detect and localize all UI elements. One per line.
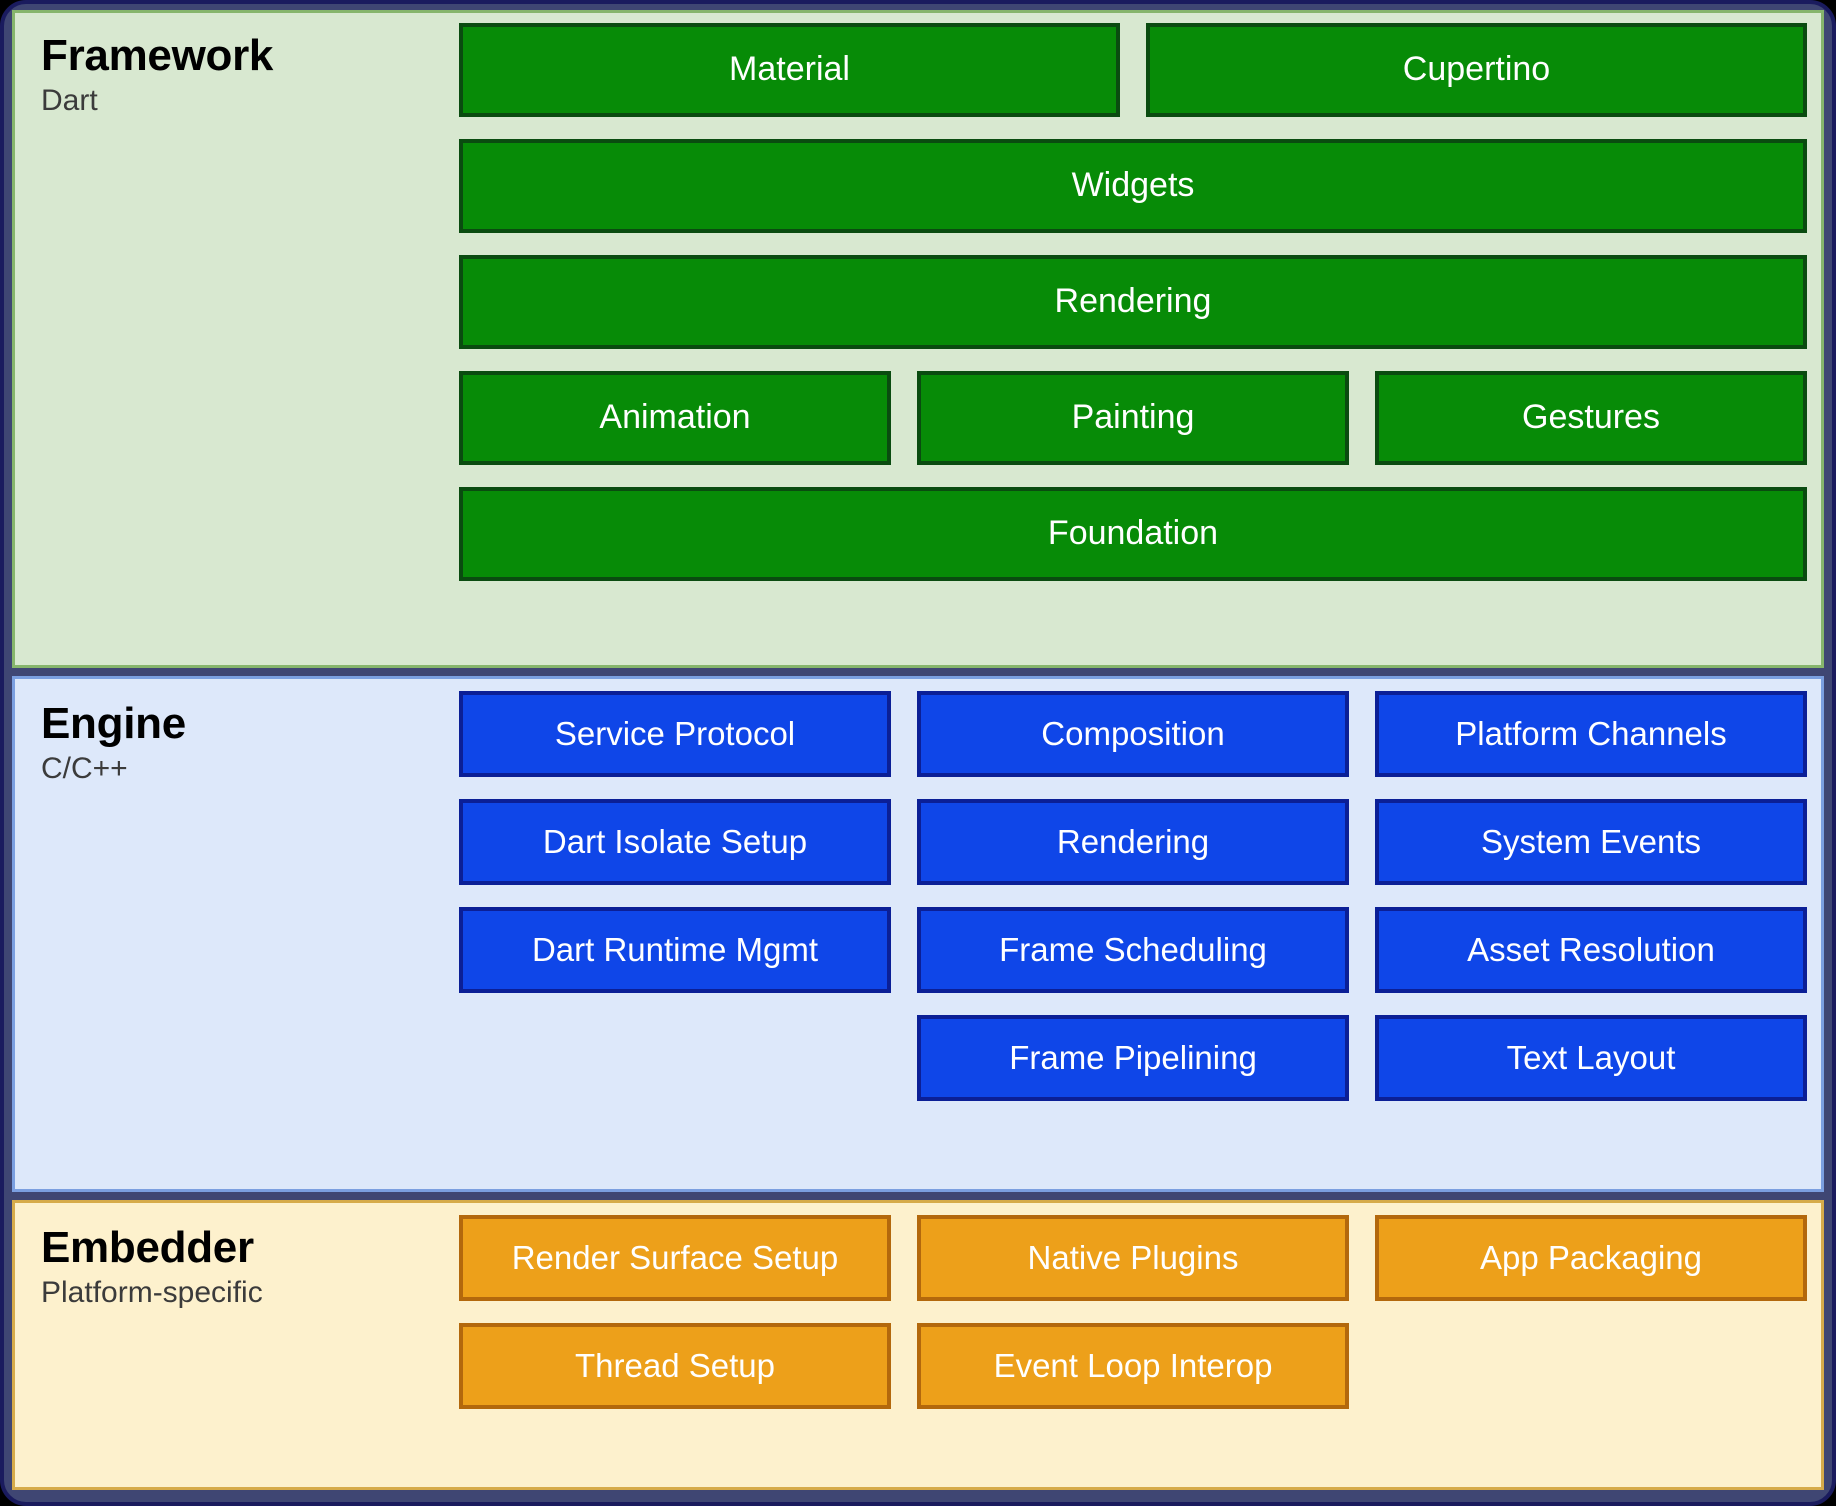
engine-box-rendering[interactable]: Rendering <box>917 799 1349 885</box>
layer-engine-title: Engine <box>41 699 186 748</box>
layer-engine-label: Engine C/C++ <box>29 691 459 790</box>
engine-box-dart-isolate-setup[interactable]: Dart Isolate Setup <box>459 799 891 885</box>
embedder-box-event-loop-interop[interactable]: Event Loop Interop <box>917 1323 1349 1409</box>
embedder-box-app-packaging[interactable]: App Packaging <box>1375 1215 1807 1301</box>
framework-box-gestures[interactable]: Gestures <box>1375 371 1807 465</box>
embedder-box-render-surface-setup[interactable]: Render Surface Setup <box>459 1215 891 1301</box>
framework-box-painting[interactable]: Painting <box>917 371 1349 465</box>
layer-embedder-label: Embedder Platform-specific <box>29 1215 459 1314</box>
engine-box-composition[interactable]: Composition <box>917 691 1349 777</box>
framework-box-material[interactable]: Material <box>459 23 1120 117</box>
framework-box-rendering[interactable]: Rendering <box>459 255 1807 349</box>
engine-box-system-events[interactable]: System Events <box>1375 799 1807 885</box>
layer-framework-subtitle: Dart <box>41 84 98 118</box>
layer-embedder: Embedder Platform-specific Render Surfac… <box>12 1200 1824 1490</box>
framework-box-animation[interactable]: Animation <box>459 371 891 465</box>
engine-box-service-protocol[interactable]: Service Protocol <box>459 691 891 777</box>
framework-box-widgets[interactable]: Widgets <box>459 139 1807 233</box>
engine-box-text-layout[interactable]: Text Layout <box>1375 1015 1807 1101</box>
engine-box-frame-scheduling[interactable]: Frame Scheduling <box>917 907 1349 993</box>
embedder-box-thread-setup[interactable]: Thread Setup <box>459 1323 891 1409</box>
engine-box-asset-resolution[interactable]: Asset Resolution <box>1375 907 1807 993</box>
layer-framework-title: Framework <box>41 31 274 80</box>
embedder-box-native-plugins[interactable]: Native Plugins <box>917 1215 1349 1301</box>
layer-framework-label: Framework Dart <box>29 23 459 122</box>
framework-box-cupertino[interactable]: Cupertino <box>1146 23 1807 117</box>
framework-box-foundation[interactable]: Foundation <box>459 487 1807 581</box>
layer-embedder-subtitle: Platform-specific <box>41 1276 263 1310</box>
engine-box-dart-runtime-mgmt[interactable]: Dart Runtime Mgmt <box>459 907 891 993</box>
layer-engine-subtitle: C/C++ <box>41 752 128 786</box>
engine-box-frame-pipelining[interactable]: Frame Pipelining <box>917 1015 1349 1101</box>
engine-box-platform-channels[interactable]: Platform Channels <box>1375 691 1807 777</box>
layer-embedder-title: Embedder <box>41 1223 254 1272</box>
embedder-column-3: App Packaging <box>1375 1215 1807 1409</box>
